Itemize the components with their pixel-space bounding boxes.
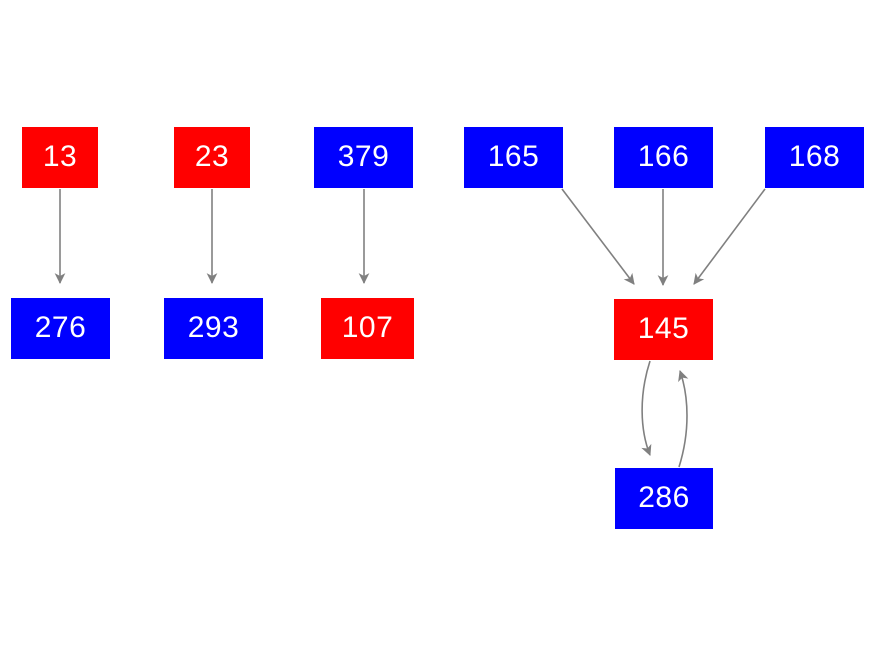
graph-node-165[interactable]: 165: [464, 127, 563, 188]
graph-node-label: 13: [42, 139, 78, 173]
graph-node-label: 276: [34, 310, 87, 344]
graph-node-label: 107: [341, 310, 394, 344]
graph-node-379[interactable]: 379: [314, 127, 413, 188]
graph-node-293[interactable]: 293: [164, 298, 263, 359]
graph-node-13[interactable]: 13: [22, 127, 98, 188]
graph-node-168[interactable]: 168: [765, 127, 864, 188]
graph-node-23[interactable]: 23: [174, 127, 250, 188]
graph-node-label: 286: [638, 480, 690, 514]
graph-node-166[interactable]: 166: [614, 127, 713, 188]
graph-node-label: 145: [637, 311, 690, 345]
graph-edge-165-to-145: [561, 188, 635, 285]
graph-node-286[interactable]: 286: [615, 468, 713, 529]
graph-node-label: 165: [487, 139, 540, 173]
graph-node-145[interactable]: 145: [614, 299, 713, 360]
graph-node-276[interactable]: 276: [11, 298, 110, 359]
graph-node-label: 379: [337, 139, 390, 173]
graph-edge-286-to-145: [678, 370, 689, 468]
graph-node-label: 293: [187, 310, 240, 344]
graph-edge-168-to-145: [693, 188, 766, 285]
graph-node-label: 168: [788, 139, 841, 173]
graph-node-107[interactable]: 107: [321, 298, 414, 359]
graph-node-label: 166: [637, 139, 690, 173]
graph-edge-145-to-286: [641, 360, 652, 456]
graph-node-label: 23: [194, 139, 230, 173]
